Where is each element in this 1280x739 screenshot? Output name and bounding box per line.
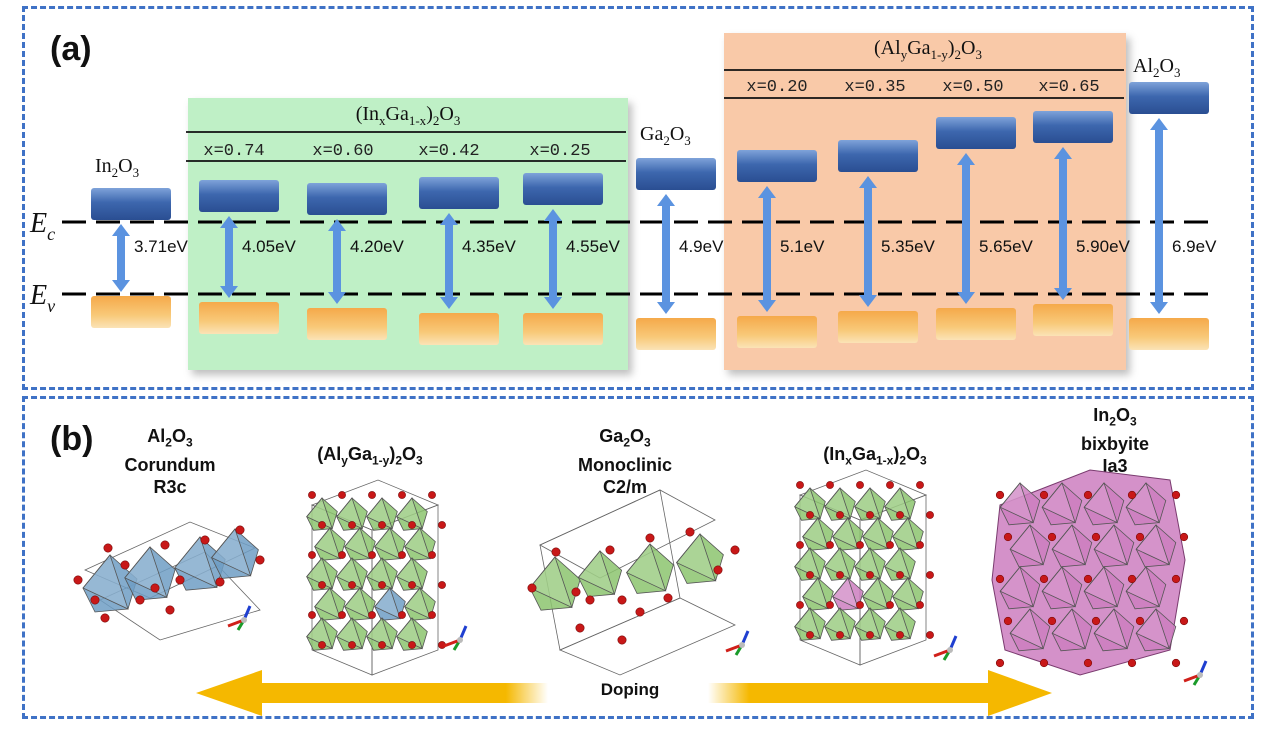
band-gap-arrow [112, 224, 130, 292]
ec-label: Ec [29, 208, 55, 244]
doping-arrow-left [196, 670, 548, 716]
band-gap-arrow [440, 213, 458, 309]
band-gap-arrow [544, 209, 562, 309]
band-gap-arrow [758, 186, 776, 312]
composition-label: x=0.74 [203, 142, 264, 161]
band-gap-arrow [957, 153, 975, 304]
band-gap-label: 5.35eV [881, 237, 936, 256]
material-name: Al2O3 [1133, 55, 1180, 80]
band-gap-label: 4.55eV [566, 237, 621, 256]
band-gap-label: 5.65eV [979, 237, 1034, 256]
conduction-band-bar [636, 158, 716, 190]
doping-label: Doping [600, 680, 660, 699]
valence-band-bar [91, 296, 171, 328]
material-name: In2O3 [95, 155, 139, 180]
band-gap-label: 5.1eV [780, 237, 825, 256]
band-gap-label: 4.9eV [679, 237, 724, 256]
band-gap-label: 3.71eV [134, 237, 189, 256]
ev-label: Ev [29, 280, 55, 316]
band-gap-arrow [328, 219, 346, 304]
band-gap-arrow [1054, 147, 1072, 300]
material-name: Ga2O3 [640, 123, 691, 148]
composition-label: x=0.50 [942, 78, 1003, 97]
composition-label: x=0.42 [418, 142, 479, 161]
valence-band-bar [838, 311, 918, 343]
conduction-band-bar [838, 140, 918, 172]
in-group-title: (InxGa1-x)2O3 [356, 103, 461, 128]
valence-band-bar [737, 316, 817, 348]
al-group-title: (AlyGa1-y)2O3 [874, 37, 982, 62]
valence-band-bar [636, 318, 716, 350]
conduction-band-bar [307, 183, 387, 215]
band-gap-arrow [657, 194, 675, 314]
doping-arrow-right [708, 670, 1052, 716]
valence-band-bar [1033, 304, 1113, 336]
band-gap-label: 6.9eV [1172, 237, 1217, 256]
band-gap-label: 5.90eV [1076, 237, 1131, 256]
valence-band-bar [936, 308, 1016, 340]
composition-label: x=0.65 [1038, 78, 1099, 97]
valence-band-bar [199, 302, 279, 334]
structure-label-al2o3: Al2O3 Corundum R3c [124, 426, 216, 497]
composition-label: x=0.35 [844, 78, 905, 97]
conduction-band-bar [199, 180, 279, 212]
band-gap-label: 4.35eV [462, 237, 517, 256]
structure-label-algao: (AlyGa1-y)2O3 [317, 444, 423, 468]
structure-label-ga2o3: Ga2O3 Monoclinic C2/m [578, 426, 672, 497]
band-gap-arrow [220, 216, 238, 298]
conduction-band-bar [936, 117, 1016, 149]
conduction-band-bar [1129, 82, 1209, 114]
panel-b-label: (b) [50, 420, 94, 458]
conduction-band-bar [91, 188, 171, 220]
composition-label: x=0.25 [529, 142, 590, 161]
panel-a-label: (a) [50, 30, 92, 68]
structure-label-ingao: (InxGa1-x)2O3 [823, 444, 927, 468]
conduction-band-bar [419, 177, 499, 209]
valence-band-bar [1129, 318, 1209, 350]
valence-band-bar [307, 308, 387, 340]
conduction-band-bar [737, 150, 817, 182]
band-gap-label: 4.05eV [242, 237, 297, 256]
composition-label: x=0.20 [746, 78, 807, 97]
conduction-band-bar [523, 173, 603, 205]
band-gap-arrow [1150, 118, 1168, 314]
band-gap-arrow [859, 176, 877, 307]
composition-label: x=0.60 [312, 142, 373, 161]
panel-b-frame [22, 396, 1254, 719]
band-gap-label: 4.20eV [350, 237, 405, 256]
valence-band-bar [523, 313, 603, 345]
valence-band-bar [419, 313, 499, 345]
structure-label-in2o3: In2O3 bixbyite Ia3 [1080, 405, 1150, 476]
conduction-band-bar [1033, 111, 1113, 143]
panel-a-frame [22, 6, 1254, 390]
